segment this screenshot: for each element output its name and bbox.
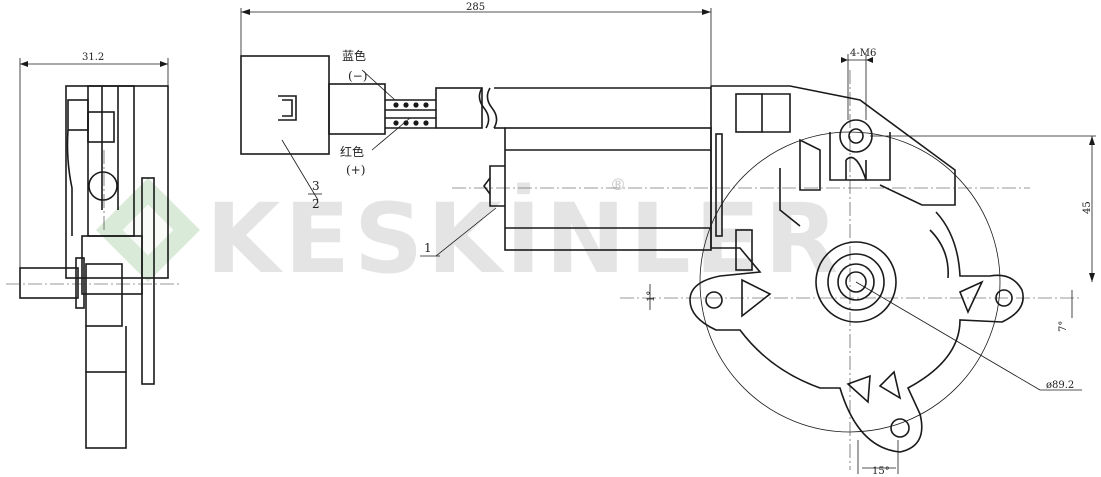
- dim-mount-hole: 4-M6: [850, 48, 876, 59]
- dim-overall-length: 285: [466, 2, 485, 13]
- dim-angle-bottom: 15°: [872, 466, 890, 477]
- dim-angle-left: 1°: [646, 291, 657, 302]
- dim-height: 45: [1082, 201, 1093, 214]
- connector-assembly: 285 蓝色 (−) 红色 (+) 3: [240, 2, 712, 211]
- dim-side-width: 31.2: [82, 52, 104, 63]
- watermark-logo-icon: [96, 178, 200, 282]
- callout-connector-bottom: 2: [312, 197, 320, 211]
- side-view: 31.2: [6, 52, 180, 449]
- dim-diameter: ø89.2: [1046, 380, 1074, 391]
- gearbox: [620, 70, 1080, 470]
- callout-motor: 1: [424, 241, 432, 255]
- callout-connector-top: 3: [312, 179, 320, 193]
- wire-bundle: [385, 87, 711, 129]
- label-red-wire: 红色: [340, 144, 364, 159]
- output-hub: [815, 241, 897, 323]
- label-blue-wire: 蓝色: [342, 49, 366, 63]
- label-red-polarity: (+): [346, 163, 365, 177]
- dim-angle-right: 7°: [1058, 321, 1069, 332]
- connector-plug: [240, 55, 330, 155]
- watermark-brand: KESKİNLER: [206, 182, 842, 295]
- label-blue-polarity: (−): [348, 69, 367, 83]
- watermark-registered: ®: [610, 175, 626, 194]
- watermark: KESKİNLER ®: [96, 175, 842, 295]
- dimension-annotations: 4-M6 45 ø89.2 1° 7° 15°: [646, 48, 1096, 477]
